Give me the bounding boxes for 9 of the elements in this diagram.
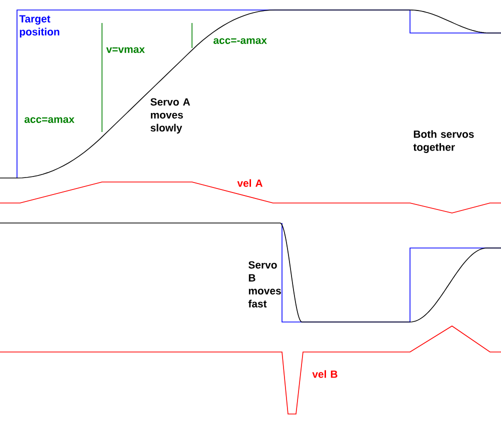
curve-label: Both servos together [413, 130, 474, 153]
velocity-label: vel B [312, 370, 338, 378]
curve-label: Servo A moves slowly [150, 98, 190, 134]
velocity-label: vel A [237, 179, 262, 187]
axis-title: Target position [19, 15, 60, 38]
phase-label: acc=-amax [214, 38, 267, 44]
phase-label: v=vmax [106, 47, 145, 53]
curve-label: Servo B moves fast [248, 261, 281, 308]
phase-label: acc=amax [24, 117, 74, 123]
